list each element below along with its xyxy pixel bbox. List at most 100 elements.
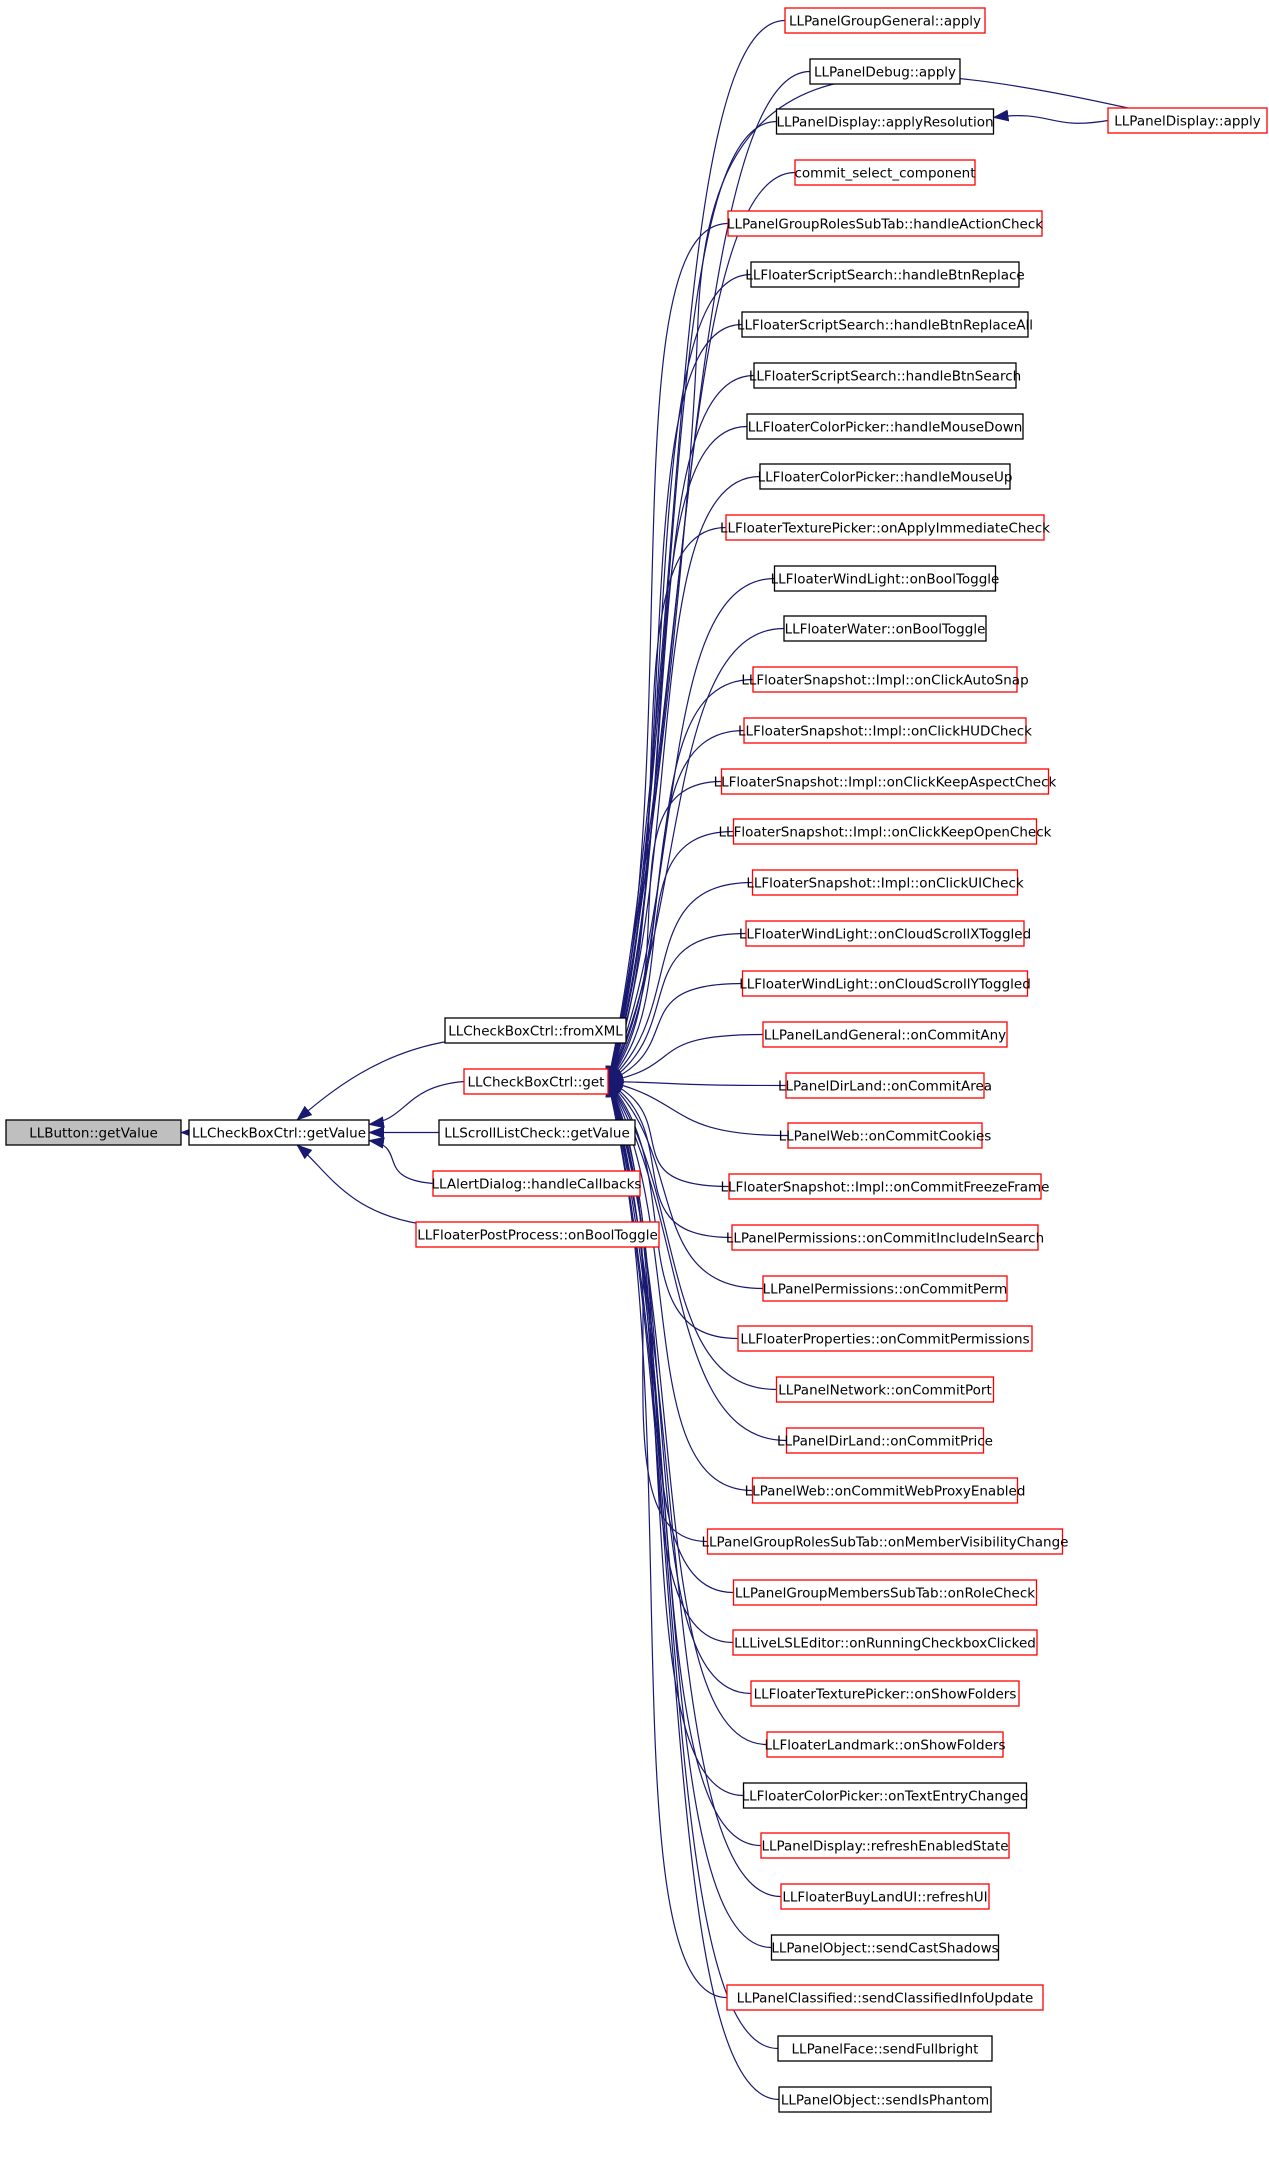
node-llfloaterbuylandui-refreshui[interactable]: LLFloaterBuyLandUI::refreshUI (780, 1883, 990, 1910)
node-box (762, 1275, 1008, 1302)
node-box (777, 2035, 993, 2062)
node-llfloatersnapshot-impl-onclickkeepopencheck[interactable]: LLFloaterSnapshot::Impl::onClickKeepOpen… (719, 818, 1052, 845)
node-lllivelsleditor-onrunningcheckboxclicked[interactable]: LLLiveLSLEditor::onRunningCheckboxClicke… (732, 1629, 1038, 1656)
node-label: LLFloaterSnapshot::Impl::onClickKeepOpen… (719, 825, 1052, 841)
node-llcheckboxctrl-get[interactable]: LLCheckBoxCtrl::get (463, 1068, 609, 1095)
node-llpanelnetwork-oncommitport[interactable]: LLPanelNetwork::onCommitPort (775, 1376, 995, 1403)
node-label: LLFloaterScriptSearch::handleBtnReplace (745, 268, 1024, 284)
node-llpanelgrouprolessubtab-onmembervisibilitychange[interactable]: LLPanelGroupRolesSubTab::onMemberVisibil… (702, 1528, 1069, 1555)
node-box (750, 261, 1020, 288)
node-label: LLFloaterLandmark::onShowFolders (764, 1738, 1005, 1754)
node-llfloaterscriptsearch-handlebtnreplaceall[interactable]: LLFloaterScriptSearch::handleBtnReplaceA… (737, 311, 1033, 338)
node-llfloaterproperties-oncommitpermissions[interactable]: LLFloaterProperties::onCommitPermissions (737, 1325, 1033, 1352)
edge-caller-29-to-get (607, 1080, 753, 1492)
node-llfloatertexturepicker-onshowfolders[interactable]: LLFloaterTexturePicker::onShowFolders (750, 1680, 1020, 1707)
node-llfloaterscriptsearch-handlebtnreplace[interactable]: LLFloaterScriptSearch::handleBtnReplace (745, 261, 1025, 288)
edge-caller-10-to-get (607, 526, 727, 1083)
node-llpanelface-sendfullbright[interactable]: LLPanelFace::sendFullbright (777, 2035, 993, 2062)
node-llpanelpermissions-oncommitincludeinsearch[interactable]: LLPanelPermissions::onCommitIncludeInSea… (726, 1224, 1044, 1251)
node-llpanelweb-oncommitwebproxyenabled[interactable]: LLPanelWeb::onCommitWebProxyEnabled (745, 1477, 1026, 1504)
node-box (732, 1629, 1038, 1656)
node-llcheckboxctrl-getvalue[interactable]: LLCheckBoxCtrl::getValue (188, 1119, 370, 1146)
node-llpaneldisplay-apply[interactable]: LLPanelDisplay::apply (1107, 107, 1268, 134)
node-llfloaterlandmark-onshowfolders[interactable]: LLFloaterLandmark::onShowFolders (764, 1731, 1006, 1758)
node-llfloaterwindlight-oncloudscrollxtoggled[interactable]: LLFloaterWindLight::onCloudScrollXToggle… (739, 920, 1031, 947)
node-label: LLPanelObject::sendIsPhantom (781, 2093, 989, 2109)
node-llpaneldisplay-applyresolution[interactable]: LLPanelDisplay::applyResolution (775, 108, 995, 135)
node-label: commit_select_component (794, 166, 975, 182)
node-llpanelobject-sendcastshadows[interactable]: LLPanelObject::sendCastShadows (770, 1934, 1000, 1961)
node-box (760, 1832, 1010, 1859)
edge-caller-12-to-get (607, 627, 785, 1083)
node-llpanelpermissions-oncommitperm[interactable]: LLPanelPermissions::onCommitPerm (762, 1275, 1008, 1302)
node-box (444, 1017, 627, 1044)
node-label: LLCheckBoxCtrl::getValue (192, 1126, 366, 1142)
node-label: LLFloaterProperties::onCommitPermissions (740, 1332, 1029, 1348)
node-llfloatersnapshot-impl-onclickkeepaspectcheck[interactable]: LLFloaterSnapshot::Impl::onClickKeepAspe… (714, 768, 1057, 795)
node-box (784, 7, 986, 34)
node-llpanelgrouprolessubtab-handleactioncheck[interactable]: LLPanelGroupRolesSubTab::handleActionChe… (727, 210, 1043, 237)
node-label: LLFloaterWindLight::onCloudScrollXToggle… (739, 927, 1031, 943)
node-llpanelobject-sendisphantom[interactable]: LLPanelObject::sendIsPhantom (778, 2086, 992, 2113)
edge-caller-7-to-get (606, 374, 755, 1083)
node-llfloaterpostprocess-onbooltoggle[interactable]: LLFloaterPostProcess::onBoolToggle (415, 1221, 660, 1248)
edge-caller-25-to-get (607, 1080, 764, 1290)
node-llpaneldisplay-refreshenabledstate[interactable]: LLPanelDisplay::refreshEnabledState (760, 1832, 1010, 1859)
node-llpaneldirland-oncommitprice[interactable]: LLPanelDirLand::onCommitPrice (777, 1427, 993, 1454)
node-llfloaterwindlight-oncloudscrollytoggled[interactable]: LLFloaterWindLight::onCloudScrollYToggle… (739, 970, 1031, 997)
node-llfloatersnapshot-impl-onclickautosnap[interactable]: LLFloaterSnapshot::Impl::onClickAutoSnap (741, 666, 1029, 693)
node-llfloatertexturepicker-onapplyimmediatecheck[interactable]: LLFloaterTexturePicker::onApplyImmediate… (720, 514, 1050, 541)
node-llfloatersnapshot-impl-onclickhudcheck[interactable]: LLFloaterSnapshot::Impl::onClickHUDCheck (738, 717, 1032, 744)
node-llfloaterscriptsearch-handlebtnsearch[interactable]: LLFloaterScriptSearch::handleBtnSearch (749, 362, 1021, 389)
node-box (752, 666, 1018, 693)
node-box (732, 1579, 1038, 1606)
node-llpanelclassified-sendclassifiedinfoupdate[interactable]: LLPanelClassified::sendClassifiedInfoUpd… (726, 1984, 1044, 2011)
node-llpaneldirland-oncommitarea[interactable]: LLPanelDirLand::onCommitArea (778, 1072, 992, 1099)
node-llfloaterwindlight-onbooltoggle[interactable]: LLFloaterWindLight::onBoolToggle (771, 565, 1000, 592)
node-llpanelgroupgeneral-apply[interactable]: LLPanelGroupGeneral::apply (784, 7, 986, 34)
node-box (750, 1680, 1020, 1707)
node-llpanelgroupmemberssubtab-onrolecheck[interactable]: LLPanelGroupMembersSubTab::onRoleCheck (732, 1579, 1038, 1606)
node-llcheckboxctrl-fromxml[interactable]: LLCheckBoxCtrl::fromXML (444, 1017, 627, 1044)
node-llpanellandgeneral-oncommitany[interactable]: LLPanelLandGeneral::onCommitAny (762, 1021, 1008, 1048)
node-box (785, 1072, 985, 1099)
node-label: LLFloaterScriptSearch::handleBtnReplaceA… (737, 318, 1033, 334)
node-llfloatercolorpicker-handlemousedown[interactable]: LLFloaterColorPicker::handleMouseDown (746, 413, 1024, 440)
node-llfloaterwater-onbooltoggle[interactable]: LLFloaterWater::onBoolToggle (783, 615, 987, 642)
node-box (728, 1173, 1042, 1200)
node-label: LLFloaterSnapshot::Impl::onClickAutoSnap (741, 673, 1028, 689)
node-llbutton-getvalue[interactable]: LLButton::getValue (5, 1119, 182, 1146)
node-llfloatersnapshot-impl-oncommitfreezeframe[interactable]: LLFloaterSnapshot::Impl::onCommitFreezeF… (721, 1173, 1050, 1200)
node-label: LLPanelNetwork::onCommitPort (778, 1383, 992, 1399)
edge-caller-18-to-get (607, 932, 747, 1083)
node-box (766, 1731, 1004, 1758)
node-box (775, 1376, 995, 1403)
node-box (1107, 107, 1268, 134)
node-llpanelweb-oncommitcookies[interactable]: LLPanelWeb::onCommitCookies (779, 1122, 992, 1149)
node-box (770, 1934, 1000, 1961)
node-llfloatercolorpicker-handlemouseup[interactable]: LLFloaterColorPicker::handleMouseUp (758, 463, 1013, 490)
node-label: LLPanelGroupRolesSubTab::onMemberVisibil… (702, 1535, 1069, 1551)
node-label: LLPanelLandGeneral::onCommitAny (764, 1028, 1006, 1044)
node-llalertdialog-handlecallbacks[interactable]: LLAlertDialog::handleCallbacks (432, 1170, 642, 1197)
node-llfloatersnapshot-impl-onclickuicheck[interactable]: LLFloaterSnapshot::Impl::onClickUICheck (746, 869, 1024, 896)
node-label: LLScrollListCheck::getValue (444, 1126, 630, 1142)
node-box (5, 1119, 182, 1146)
edge-alert-to-getvalue (368, 1136, 434, 1185)
node-label: LLFloaterBuyLandUI::refreshUI (782, 1890, 987, 1906)
node-box (773, 565, 997, 592)
node-label: LLButton::getValue (29, 1126, 158, 1142)
node-box (751, 869, 1019, 896)
node-llpaneldebug-apply[interactable]: LLPanelDebug::apply (809, 58, 961, 85)
node-box (741, 311, 1029, 338)
node-commit-select-component[interactable]: commit_select_component (794, 159, 976, 186)
node-llscrolllistcheck-getvalue[interactable]: LLScrollListCheck::getValue (438, 1119, 636, 1146)
node-box (706, 1528, 1064, 1555)
node-box (753, 362, 1017, 389)
node-label: LLCheckBoxCtrl::fromXML (448, 1024, 623, 1040)
node-box (745, 920, 1025, 947)
node-llfloatercolorpicker-ontextentrychanged[interactable]: LLFloaterColorPicker::onTextEntryChanged (742, 1782, 1029, 1809)
node-box (727, 210, 1043, 237)
edge-caller-14-to-get (607, 729, 745, 1083)
node-box (720, 768, 1050, 795)
